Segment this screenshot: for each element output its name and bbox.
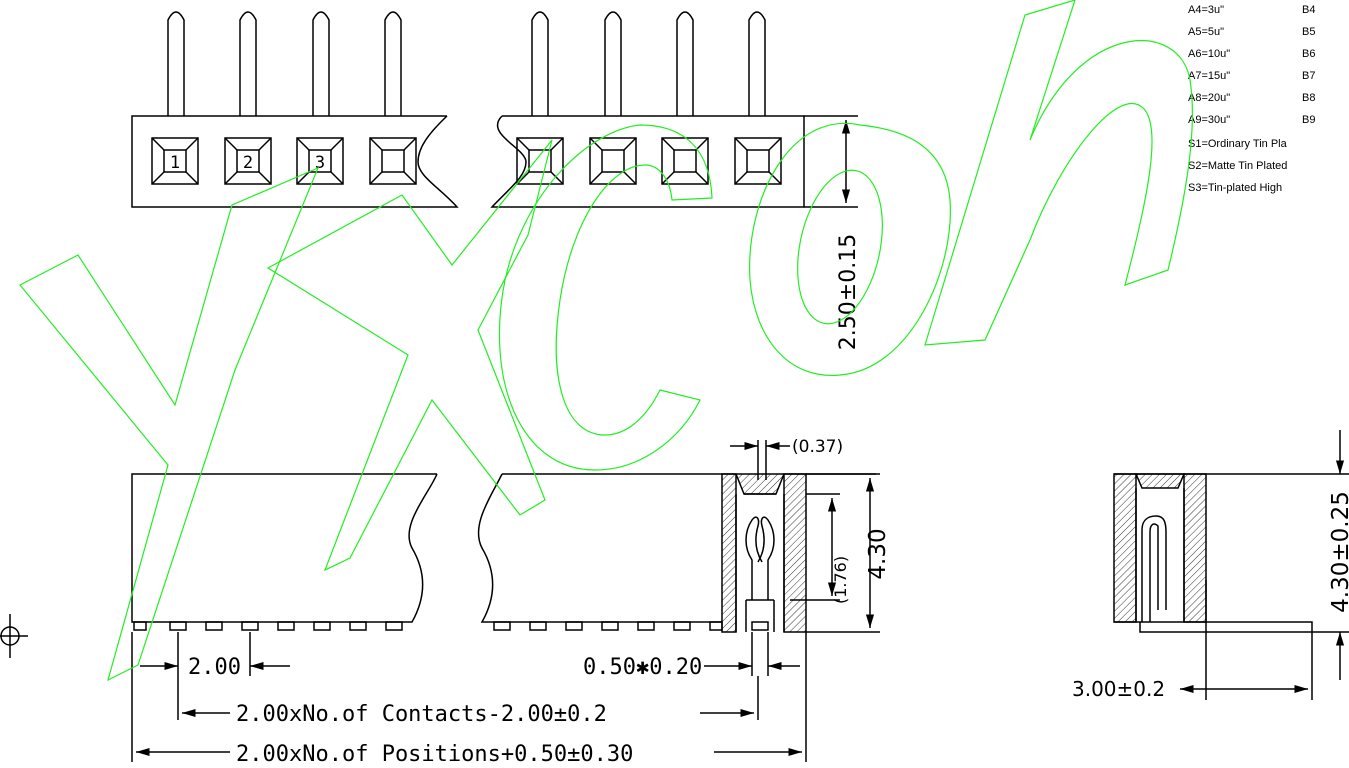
window (224, 137, 272, 185)
note-a7: A7=15u" (1188, 70, 1230, 82)
side-wall-right (1183, 473, 1207, 623)
top-housing-right (490, 115, 805, 208)
pin-number-1: 1 (170, 153, 180, 173)
side-contact (1141, 515, 1167, 622)
section-top (735, 473, 785, 495)
pin (604, 11, 622, 116)
pin (239, 11, 257, 116)
note-b8: B8 (1302, 92, 1315, 104)
top-pins (167, 11, 766, 116)
section-wall-left (721, 473, 737, 633)
side-top (1134, 473, 1186, 489)
side-height-label: 4.30±0.25 (1328, 491, 1349, 613)
note-b5: B5 (1302, 26, 1315, 38)
side-wall-left (1113, 473, 1137, 623)
pin-size-extensions (751, 632, 769, 676)
watermark-letter-n (924, 0, 1194, 346)
note-s2: S2=Matte Tin Plated (1188, 160, 1287, 172)
watermark-letter-x (266, 139, 553, 572)
offset-label: (0.37) (792, 437, 843, 457)
plating-notes: A4=3u" A5=5u" A6=10u" A7=15u" A8=20u" A9… (1188, 4, 1315, 194)
pin-number-2: 2 (243, 153, 253, 173)
crosshair-symbol (0, 614, 28, 658)
window (516, 137, 564, 185)
note-b6: B6 (1302, 48, 1315, 60)
window (151, 137, 199, 185)
note-a9: A9=30u" (1188, 114, 1230, 126)
height-extensions (790, 473, 880, 633)
pin-height-label: 2.50±0.15 (836, 234, 861, 350)
section-cavity (735, 493, 785, 632)
side-cavity (1114, 473, 1206, 623)
section-wall-right (783, 473, 807, 633)
contact-windows (151, 137, 782, 185)
contacts-length-label: 2.00xNo.of Contacts-2.00±0.2 (236, 702, 607, 727)
watermark-letter-o (797, 169, 883, 325)
front-housing-left (131, 473, 438, 623)
pin (384, 11, 402, 116)
side-depth-extensions (1205, 580, 1313, 700)
window (369, 137, 417, 185)
pin (676, 11, 694, 116)
side-pin-tail (1139, 621, 1313, 633)
pin (531, 11, 549, 116)
contacts-extensions (177, 676, 759, 720)
note-b4: B4 (1302, 4, 1315, 16)
pin (312, 11, 330, 116)
note-s1: S1=Ordinary Tin Pla (1188, 138, 1288, 150)
note-s3: S3=Tin-plated High (1188, 182, 1282, 194)
side-view (1113, 430, 1349, 700)
pin-size-label: 0.50✱0.20 (583, 655, 702, 680)
top-housing-left (131, 115, 459, 208)
contact-spring (745, 516, 775, 600)
note-b7: B7 (1302, 70, 1315, 82)
pin (167, 11, 185, 116)
window (589, 137, 637, 185)
watermark-letter-o-outer (749, 122, 951, 376)
pin (748, 11, 766, 116)
note-a6: A6=10u" (1188, 48, 1230, 60)
positions-extensions (131, 632, 807, 762)
body-height-label: 4.30 (865, 528, 891, 579)
inner-height-label: (1.76) (831, 556, 850, 604)
side-depth-label: 3.00±0.2 (1072, 677, 1165, 701)
note-a4: A4=3u" (1188, 4, 1224, 16)
note-a5: A5=5u" (1188, 26, 1224, 38)
note-a8: A8=20u" (1188, 92, 1230, 104)
window (734, 137, 782, 185)
yxcon-watermark-logo (19, 0, 1194, 682)
pin-number-3: 3 (315, 153, 325, 173)
positions-length-label: 2.00xNo.of Positions+0.50±0.30 (236, 742, 633, 767)
watermark-letter-c (498, 124, 713, 471)
pin-height-extension (804, 115, 858, 208)
bottom-pads (133, 621, 769, 631)
window (661, 137, 709, 185)
top-view (131, 11, 858, 208)
pitch-label: 2.00 (188, 655, 241, 680)
window (296, 137, 344, 185)
contact-body (745, 599, 775, 632)
watermark-letter-y (19, 166, 320, 682)
note-b9: B9 (1302, 114, 1315, 126)
